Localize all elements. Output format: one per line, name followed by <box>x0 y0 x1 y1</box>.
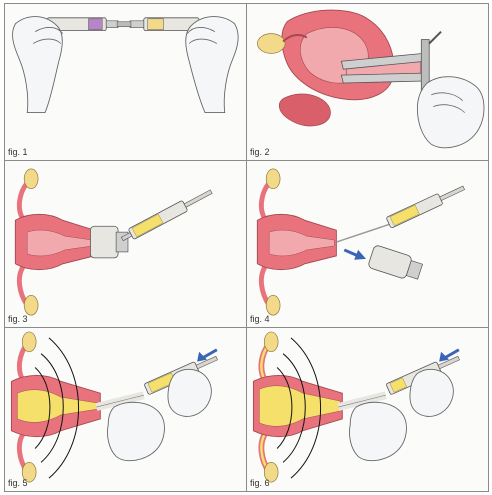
figure-caption: fig. 3 <box>8 314 28 324</box>
figure-caption: fig. 4 <box>250 314 270 324</box>
panel-fig-1: fig. 1 <box>4 3 247 161</box>
gel-instillation-illustration <box>14 168 213 316</box>
figure-caption: fig. 5 <box>8 478 28 488</box>
panel-fig-3: fig. 3 <box>4 160 247 328</box>
panel-fig-6: fig. 6 <box>246 327 489 492</box>
panel-fig-4: fig. 4 <box>246 160 489 328</box>
ultrasound-instillation-illustration <box>10 331 218 483</box>
figure-caption: fig. 6 <box>250 478 270 488</box>
panel-fig-2: fig. 2 <box>246 3 489 161</box>
figure-grid: fig. 1 fig. 2 <box>4 3 489 492</box>
ultrasound-gel-filled-illustration <box>252 331 460 483</box>
figure-caption: fig. 2 <box>250 147 270 157</box>
panel-fig-5: fig. 5 <box>4 327 247 492</box>
vial-removal-illustration <box>256 168 466 316</box>
speculum-insertion-illustration <box>257 9 485 149</box>
figure-caption: fig. 1 <box>8 147 28 157</box>
syringe-connection-illustration <box>12 16 239 114</box>
